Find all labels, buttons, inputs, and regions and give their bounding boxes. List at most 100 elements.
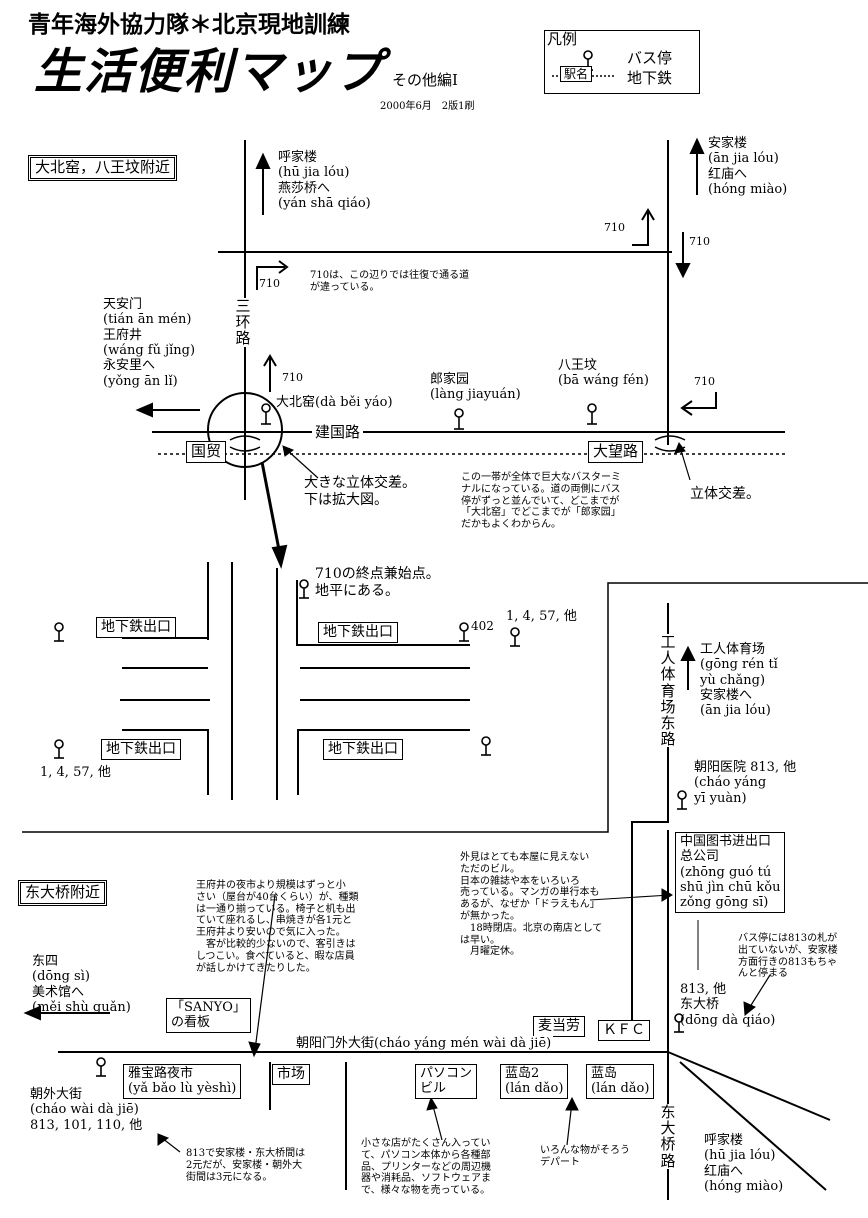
callout-pc-head [426, 1096, 438, 1111]
se-destination: 呼家楼 (hū jia lóu) 红庙へ (hóng miào) [704, 1133, 784, 1194]
route-710-b-head [641, 208, 655, 221]
pc-building: パソコン ビル [415, 1064, 478, 1099]
callout-busstop [747, 974, 771, 1011]
route-710-d-head [263, 354, 277, 367]
stop-bawangfen: 八王坟 (bā wáng fén) [558, 358, 649, 389]
callout-market [254, 894, 276, 1051]
road-label-gongti: 工人体育场东路 [659, 633, 677, 749]
stop-langjiayuan: 郎家园 (làng jiayuán) [430, 372, 521, 403]
stop-chaoyang-hospital: 朝阳医院 813, 他 (cháo yáng yī yuàn) [694, 760, 797, 806]
street-se-2 [679, 1061, 827, 1191]
callout-landao-head [565, 1096, 579, 1111]
callout-busstop-head [743, 1001, 756, 1016]
subway-exit: 地下鉄出口 [318, 622, 398, 643]
zoom-arrow [260, 461, 282, 556]
bus-710-label: 710 [259, 277, 280, 290]
west-destination: 天安门 (tián ān mén) 王府井 (wáng fǔ jǐng) 永安里… [103, 297, 196, 389]
callout-overpass-head [674, 441, 686, 454]
bus-stop-icon [510, 627, 520, 647]
callout-overpass [679, 446, 691, 481]
bus-stop-icon [587, 403, 597, 425]
routes-sw: 1, 4, 57, 他 [40, 765, 111, 780]
edition: 2000年6月 2版1刷 [380, 101, 475, 112]
area-title-dongdaqiao: 东大桥附近 [18, 880, 108, 906]
bus-stop-icon [96, 1057, 106, 1077]
bus-stop-icon [677, 790, 687, 810]
callout-fare-head [157, 1133, 170, 1146]
street-se-1 [667, 1051, 831, 1121]
arrow-north-head [255, 152, 271, 169]
route-710-a-head [278, 260, 289, 274]
dongsi-destination: 东四 (dōng sì) 美术馆へ (měi shù guǎn) [32, 954, 131, 1015]
note-overpass: 立体交差。 [690, 486, 760, 502]
landao: 蓝岛 (lán dǎo) [586, 1064, 655, 1099]
legend-bus-stop: バス停 [627, 49, 673, 67]
note-bookstore: 外見はとても本屋に見えない ただのビル。 日本の雑誌や本をいろいろ 売っている。… [460, 852, 603, 958]
arrow-west-head [135, 402, 153, 418]
routes-east: 1, 4, 57, 他 [506, 609, 577, 624]
route-710-b [632, 212, 649, 246]
legend-heading: 凡例 [547, 30, 578, 48]
title-sub: その他編Ⅰ [392, 71, 458, 89]
bus-stop-icon [261, 403, 271, 425]
yabaolu-night-market: 雅宝路夜市 (yǎ bǎo lù yèshì) [123, 1064, 242, 1099]
bus-stops [54, 50, 687, 1077]
landao-2: 蓝岛2 (lán dǎo) [500, 1064, 569, 1099]
north-destination: 呼家楼 (hū jia lóu) 燕莎桥へ (yán shā qiáo) [278, 150, 371, 211]
legend-station-name: 駅名 [560, 66, 593, 83]
interchange-circle [207, 392, 283, 468]
bus-stop-icon [54, 739, 64, 759]
note-710-terminal: 710の終点兼始点。 地平にある。 [315, 566, 440, 599]
bookstore-label: 中国图书进出口 总公司 (zhōng guó tú shū jìn chū kǒ… [675, 832, 786, 913]
area-title-dabeiyao: 大北窑，八王坟附近 [28, 155, 178, 181]
overpass-symbol [229, 435, 261, 452]
bus-stop-icon [481, 736, 491, 756]
bus-710-label: 710 [694, 375, 715, 388]
callout-bookstore [589, 894, 671, 901]
note-interchange: 大きな立体交差。 下は拡大図。 [304, 475, 416, 508]
bus-stop-icon [674, 1013, 684, 1033]
note-710-route: 710は、この辺りでは往復で通る道 が違っている。 [310, 270, 470, 293]
callout-market-head [248, 1041, 261, 1058]
subway-exit: 地下鉄出口 [323, 739, 403, 760]
callout-interchange-head [282, 445, 295, 457]
title-line1: 青年海外協力隊＊北京現地訓練 [28, 12, 350, 38]
note-pc-building: 小さな店がたくさん入ってい て、パソコン本体から各種部 品、プリンターなどの周辺… [361, 1138, 491, 1197]
bus-402-label: 402 [471, 619, 494, 633]
road-label-jianguo: 建国路 [312, 423, 364, 442]
street-chaoyangmen: 朝阳门外大街(cháo yáng mén wài dà jiē) [294, 1036, 554, 1052]
subway-exit: 地下鉄出口 [96, 617, 176, 638]
stop-dongdaqiao: 813, 他 东大桥 (dōng dà qiáo) [680, 982, 776, 1028]
ne-destination: 安家楼 (ān jia lóu) 红庙へ (hóng miào) [708, 136, 788, 197]
market: 市场 [272, 1064, 310, 1085]
callout-bookstore-head [661, 888, 673, 902]
stop-chaowai-dajie: 朝外大街 (cháo wài dà jiē) 813, 101, 110, 他 [30, 1087, 143, 1133]
note-bus-terminal: この一帯が全体で巨大なバスターミ ナルになっている。道の両側にバス 停がずっと並… [461, 472, 621, 531]
road-ne-corner [296, 580, 470, 646]
legend-subway: 地下鉄 [627, 69, 673, 87]
bus-710-label: 710 [689, 235, 710, 248]
note-fare: 813で安家楼・东大桥間は 2元だが、安家楼・朝外大 街間は3元になる。 [186, 1148, 306, 1183]
arrow-ne-head [689, 137, 705, 154]
station-guomao: 国贸 [186, 441, 227, 463]
route-710-c-head [675, 263, 691, 279]
bus-stop-icon [459, 622, 469, 642]
road-se-corner [297, 729, 470, 795]
road-sw-corner [122, 729, 209, 795]
note-landao: いろんな物がそろう デパート [540, 1145, 630, 1168]
arrow-gongti-head [680, 645, 696, 661]
route-710-e [684, 392, 717, 409]
bus-710-label: 710 [604, 221, 625, 234]
sanyo-sign: 「SANYO」 の看板 [166, 998, 251, 1033]
zoom-arrow-head [271, 544, 288, 570]
bus-710-label: 710 [282, 371, 303, 384]
mcdonalds: 麦当劳 [533, 1016, 585, 1037]
bus-stop-icon [299, 579, 309, 599]
station-dawanglu: 大望路 [588, 441, 644, 463]
bus-stop-icon [454, 408, 464, 430]
callout-interchange [286, 449, 319, 479]
legend [544, 30, 700, 94]
route-710-a [256, 266, 285, 290]
